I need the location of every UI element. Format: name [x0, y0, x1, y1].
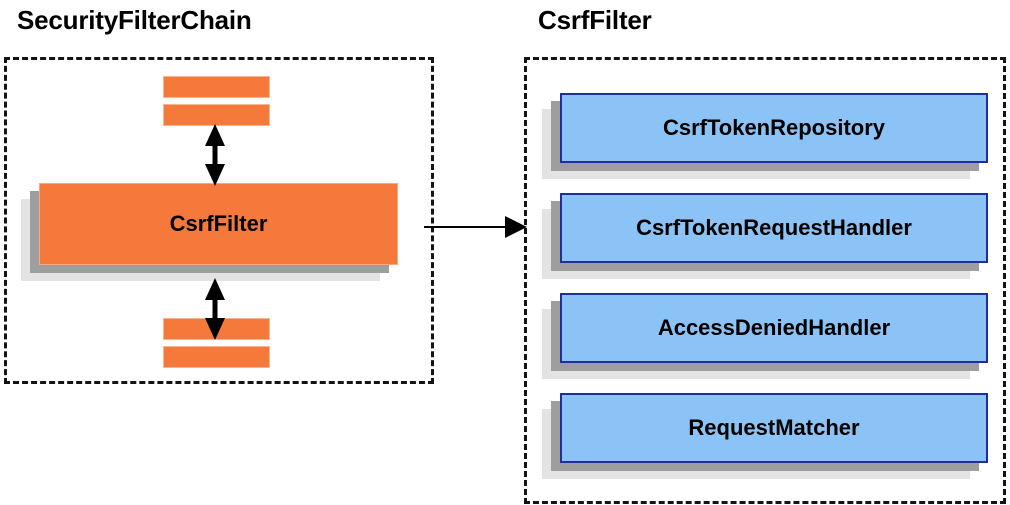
component-face: CsrfTokenRepository: [560, 93, 988, 163]
component-block-access-denied-handler[interactable]: AccessDeniedHandler: [542, 293, 988, 379]
component-face: CsrfTokenRequestHandler: [560, 193, 988, 263]
csrf-filter-block[interactable]: CsrfFilter: [21, 183, 398, 281]
filter-bar-bottom-2: [163, 346, 270, 368]
component-label: RequestMatcher: [688, 415, 860, 440]
filter-bar-top-1: [163, 76, 270, 98]
csrf-filter-panel: [524, 57, 1006, 504]
panel-link-arrow: [424, 216, 527, 238]
filter-bar-bottom-1: [163, 318, 270, 340]
component-label: CsrfTokenRepository: [662, 115, 886, 140]
csrf-filter-label: CsrfFilter: [169, 211, 268, 236]
csrf-filter-face: CsrfFilter: [39, 183, 398, 265]
filter-bar-top-2: [163, 104, 270, 126]
component-face: RequestMatcher: [560, 393, 988, 463]
component-label: AccessDeniedHandler: [657, 315, 891, 340]
component-block-request-matcher[interactable]: RequestMatcher: [542, 393, 988, 479]
security-filter-chain-panel: [4, 57, 434, 384]
left-panel-title: SecurityFilterChain: [17, 5, 252, 35]
right-panel-title: CsrfFilter: [538, 5, 652, 35]
component-block-csrf-token-repository[interactable]: CsrfTokenRepository: [542, 93, 988, 179]
component-face: AccessDeniedHandler: [560, 293, 988, 363]
component-label: CsrfTokenRequestHandler: [636, 215, 912, 240]
component-block-csrf-token-request-handler[interactable]: CsrfTokenRequestHandler: [542, 193, 988, 279]
